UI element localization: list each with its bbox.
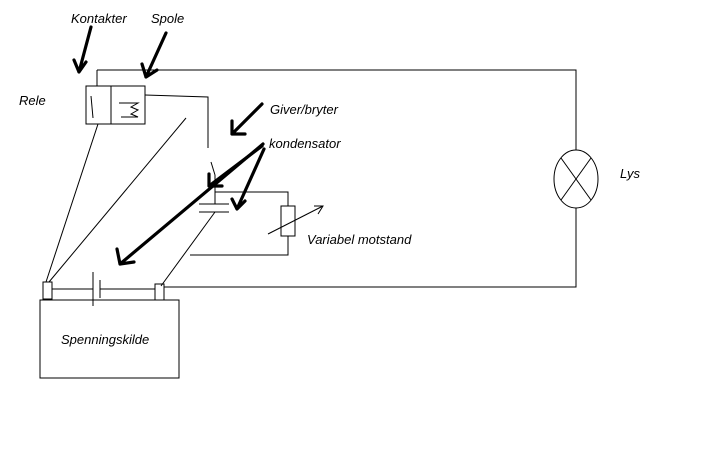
label-rele: Rele — [19, 93, 46, 108]
relay-contact — [90, 95, 94, 119]
wire-resistor-bottom — [190, 236, 289, 256]
battery-terminal-right — [154, 283, 165, 301]
pointer-giver-icon — [230, 102, 264, 136]
label-spole: Spole — [151, 11, 185, 26]
pointer-kondensator-battery-icon — [115, 142, 265, 266]
label-variabel-motstand: Variabel motstand — [307, 232, 412, 247]
variable-resistor-body — [280, 205, 296, 237]
variable-resistor-arrowhead — [314, 205, 324, 215]
battery-terminal-left — [42, 281, 53, 300]
label-spenningskilde: Spenningskilde — [61, 332, 150, 347]
wire-coil-to-switch — [144, 94, 209, 148]
wire-capacitor-to-battery — [160, 211, 216, 287]
label-lys: Lys — [620, 166, 640, 181]
lamp-symbol — [553, 149, 599, 209]
relay-coil-symbol — [119, 102, 140, 118]
label-giver-bryter: Giver/bryter — [270, 102, 338, 117]
label-kondensator: kondensator — [269, 136, 341, 151]
wire-top — [96, 69, 577, 150]
switch-contact — [210, 161, 216, 176]
pointer-kontakter-icon — [72, 25, 93, 74]
pointer-spole-icon — [140, 31, 168, 79]
relay-box — [85, 85, 146, 125]
wire-contact-to-battery — [45, 123, 99, 283]
pointer-kondensator-cap-icon — [230, 147, 266, 211]
wire-coil-to-battery — [48, 117, 187, 283]
wire-right-bottom — [164, 208, 577, 288]
variable-resistor-arrow — [267, 205, 324, 235]
battery-body — [39, 299, 180, 379]
label-kontakter: Kontakter — [71, 11, 127, 26]
lamp-cross-b — [560, 157, 592, 201]
